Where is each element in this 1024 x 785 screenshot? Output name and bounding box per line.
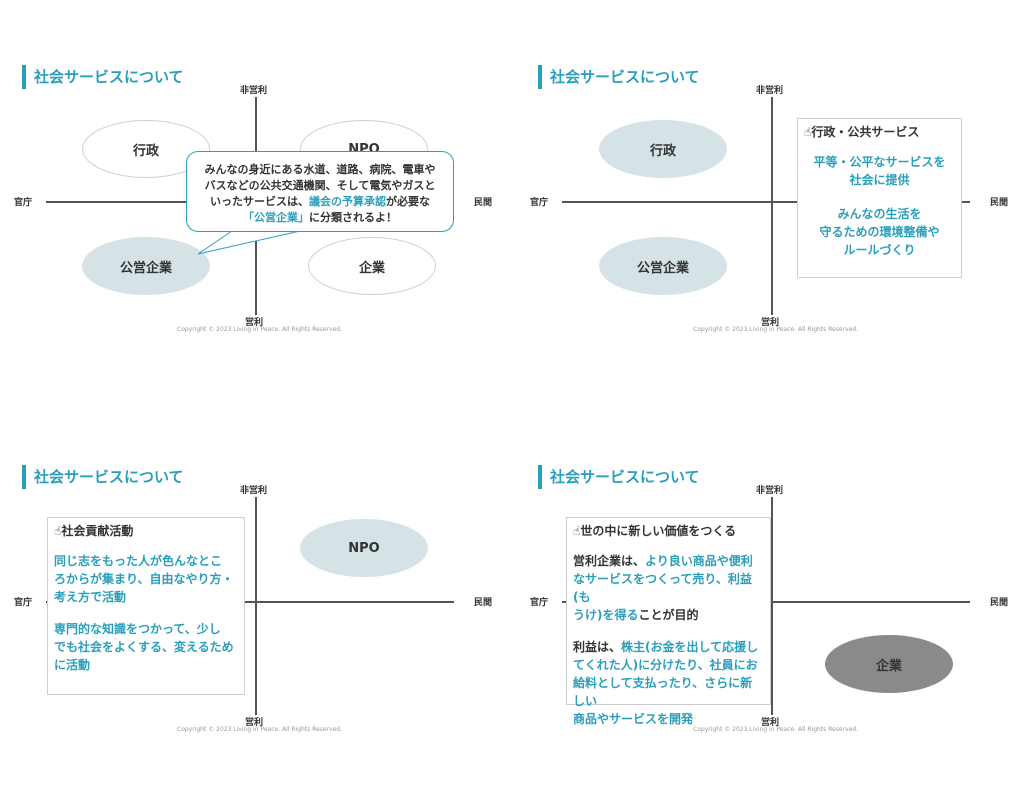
axis-label-right: 民間 xyxy=(990,598,1009,608)
axis-label-top: 非営利 xyxy=(756,86,784,96)
slide-3: 社会サービスについて 非営利 営利 官庁 民間 NPO ☝社会貢献活動 同じ志を… xyxy=(0,400,512,785)
axis-label-bottom: 営利 xyxy=(761,718,780,728)
slide-title: 社会サービスについて xyxy=(550,68,700,86)
slide-title: 社会サービスについて xyxy=(34,468,184,486)
copyright: Copyright © 2023 Living in Peace. All Ri… xyxy=(177,726,343,733)
axis-label-top: 非営利 xyxy=(756,486,784,496)
axis-label-top: 非営利 xyxy=(240,486,268,496)
horizontal-axis xyxy=(46,601,454,603)
vertical-axis xyxy=(771,497,773,715)
speech-bubble: みんなの身近にある水道、道路、病院、電車や バスなどの公共交通機関、そして電気や… xyxy=(186,151,454,232)
axis-label-left: 官庁 xyxy=(530,198,549,208)
info-paragraph-2: 利益は、株主(お金を出して応援し てくれた人)に分けたり、社員にお 給料として支… xyxy=(573,640,759,726)
ellipse-kigyo: 企業 xyxy=(308,237,436,295)
info-box-header: ☝行政・公共サービス xyxy=(804,125,920,139)
ellipse-kigyo: 企業 xyxy=(825,635,953,693)
info-paragraph-1: 平等・公平なサービスを 社会に提供 xyxy=(813,155,946,187)
slide-4: 社会サービスについて 非営利 営利 官庁 民間 企業 ☝世の中に新しい価値をつく… xyxy=(516,400,1024,785)
axis-label-bottom: 営利 xyxy=(245,318,264,328)
axis-label-bottom: 営利 xyxy=(245,718,264,728)
info-box-header: ☝社会貢献活動 xyxy=(54,524,134,538)
info-box-npo: ☝社会貢献活動 同じ志をもった人が色んなとこ ろからが集まり、自由なやり方・ 考… xyxy=(47,517,245,695)
highlight-budget: 議会の予算承認 xyxy=(309,195,386,208)
info-paragraph-1: 営利企業は、より良い商品や便利 なサービスをつくって売り、利益(も うけ)を得る… xyxy=(573,554,753,622)
callout-line-3: いったサービスは、議会の予算承認が必要な xyxy=(210,195,430,208)
axis-label-top: 非営利 xyxy=(240,86,268,96)
hand-pointing-icon: ☝ xyxy=(573,524,581,538)
title-accent-bar xyxy=(538,465,542,489)
ellipse-gyosei: 行政 xyxy=(599,120,727,178)
highlight-koei: 「公営企業」 xyxy=(243,211,309,224)
slide-title: 社会サービスについて xyxy=(34,68,184,86)
axis-label-bottom: 営利 xyxy=(761,318,780,328)
slide-2: 社会サービスについて 非営利 営利 官庁 民間 行政 公営企業 ☝行政・公共サー… xyxy=(516,0,1024,385)
callout-tail xyxy=(197,230,301,255)
callout-line-2: バスなどの公共交通機関、そして電気やガスと xyxy=(204,179,436,192)
axis-label-left: 官庁 xyxy=(14,198,33,208)
axis-label-left: 官庁 xyxy=(14,598,33,608)
info-box-gyosei: ☝行政・公共サービス 平等・公平なサービスを 社会に提供 みんなの生活を 守るた… xyxy=(797,118,962,278)
axis-label-right: 民間 xyxy=(990,198,1009,208)
copyright: Copyright © 2023 Living in Peace. All Ri… xyxy=(693,726,859,733)
axis-label-left: 官庁 xyxy=(530,598,549,608)
axis-label-right: 民間 xyxy=(474,598,493,608)
info-box-header: ☝世の中に新しい価値をつくる xyxy=(573,524,737,538)
copyright: Copyright © 2023 Living in Peace. All Ri… xyxy=(693,326,859,333)
vertical-axis xyxy=(255,497,257,715)
slide-1: 社会サービスについて 非営利 営利 官庁 民間 行政 NPO 公営企業 企業 み… xyxy=(0,0,512,385)
ellipse-koei-kigyo: 公営企業 xyxy=(82,237,210,295)
title-accent-bar xyxy=(22,465,26,489)
horizontal-axis xyxy=(562,201,970,203)
callout-line-4: 「公営企業」に分類されるよ！ xyxy=(243,211,397,224)
title-accent-bar xyxy=(538,65,542,89)
info-box-kigyo: ☝世の中に新しい価値をつくる 営利企業は、より良い商品や便利 なサービスをつくっ… xyxy=(566,517,771,726)
hand-pointing-icon: ☝ xyxy=(804,125,812,139)
vertical-axis xyxy=(771,97,773,315)
hand-pointing-icon: ☝ xyxy=(54,524,62,538)
callout-line-1: みんなの身近にある水道、道路、病院、電車や xyxy=(204,163,436,176)
info-paragraph-2: みんなの生活を 守るための環境整備や ルールづくり xyxy=(819,207,940,257)
ellipse-koei-kigyo: 公営企業 xyxy=(599,237,727,295)
slide-title: 社会サービスについて xyxy=(550,468,700,486)
axis-label-right: 民間 xyxy=(474,198,493,208)
info-paragraph-1: 同じ志をもった人が色んなとこ ろからが集まり、自由なやり方・ 考え方で活動 xyxy=(54,554,234,604)
ellipse-npo: NPO xyxy=(300,519,428,577)
info-paragraph-2: 専門的な知識をつかって、少し でも社会をよくする、変えるため に活動 xyxy=(54,622,234,672)
title-accent-bar xyxy=(22,65,26,89)
copyright: Copyright © 2023 Living in Peace. All Ri… xyxy=(177,326,343,333)
